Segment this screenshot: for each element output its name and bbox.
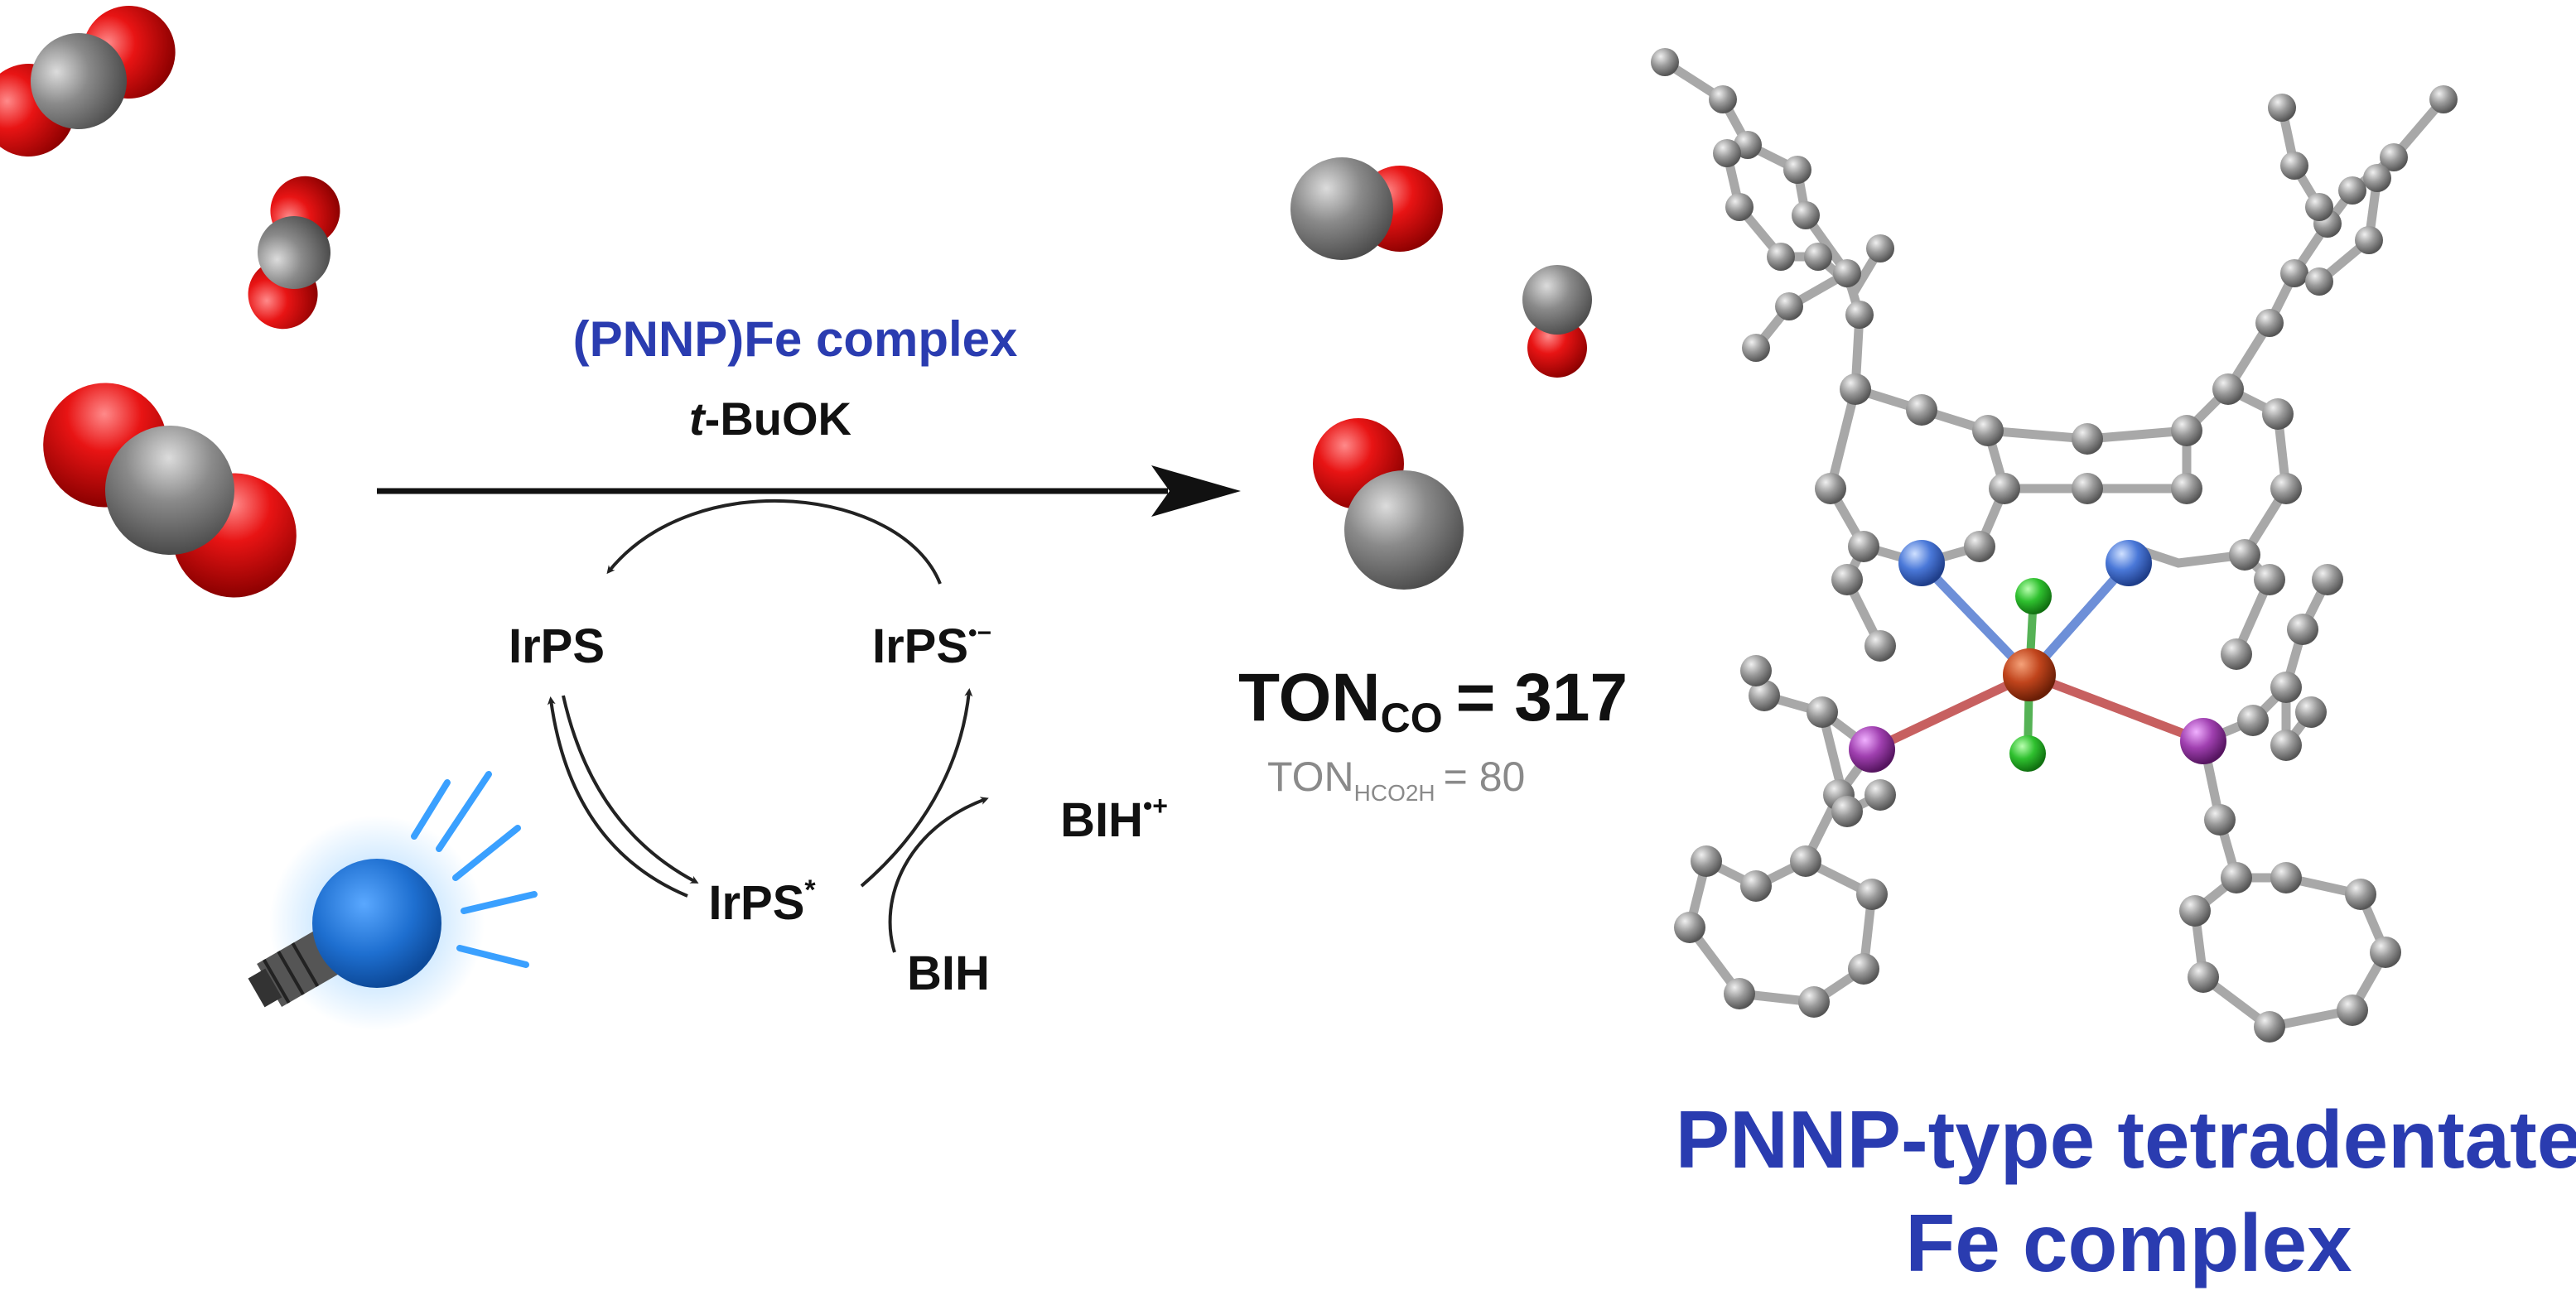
base-label: t-BuOK bbox=[689, 393, 851, 445]
co2-molecule bbox=[0, 6, 176, 157]
bih-oxidized-charge: •+ bbox=[1143, 791, 1168, 821]
ton-co-sub: CO bbox=[1381, 695, 1443, 741]
co2-molecule bbox=[248, 176, 340, 330]
light-bulb-icon bbox=[248, 771, 538, 1031]
complex-caption-line1: PNNP-type tetradentate bbox=[1676, 1094, 2576, 1185]
complex-caption-line2: Fe complex bbox=[1905, 1197, 2352, 1288]
bih-label: BIH bbox=[907, 946, 990, 1000]
bih-oxidized-label: BIH•+ bbox=[1060, 791, 1168, 847]
catalyst-label: (PNNP)Fe complex bbox=[573, 311, 1018, 367]
iron-atom bbox=[2003, 648, 2056, 701]
co-molecule bbox=[1313, 418, 1464, 590]
ton-hcooh-label: TONHCO2H = 80 bbox=[1267, 754, 1525, 806]
co-molecule bbox=[1290, 157, 1443, 260]
bih-oxidized-base: BIH bbox=[1060, 793, 1143, 847]
irps-excited-mark: * bbox=[804, 874, 816, 906]
ton-hcooh-sub: HCO2H bbox=[1354, 780, 1435, 806]
base-label-italic-t: t bbox=[689, 393, 707, 445]
co-molecule bbox=[1522, 265, 1592, 378]
irps-label: IrPS bbox=[509, 619, 605, 673]
nitrogen-atom bbox=[1898, 540, 1945, 586]
irps-reduced-label: IrPS•− bbox=[872, 619, 991, 673]
ton-co-prefix: TON bbox=[1238, 660, 1381, 735]
irps-reduced-charge: •− bbox=[968, 619, 991, 647]
structure-carbon-atoms bbox=[1651, 48, 2458, 1043]
fe-complex-structure bbox=[1651, 48, 2458, 1043]
phosphorus-atom bbox=[1849, 726, 1895, 773]
photoredox-cycle-arrows bbox=[547, 498, 989, 953]
chlorine-atom bbox=[2015, 578, 2052, 614]
irps-excited-base: IrPS bbox=[708, 876, 804, 930]
chlorine-atom bbox=[2009, 735, 2046, 772]
ton-hcooh-prefix: TON bbox=[1267, 754, 1354, 800]
irps-reduced-base: IrPS bbox=[872, 619, 968, 673]
co2-molecule bbox=[43, 383, 297, 598]
base-label-rest: -BuOK bbox=[705, 393, 851, 445]
reaction-arrow bbox=[377, 465, 1241, 517]
phosphorus-atom bbox=[2180, 718, 2226, 764]
ton-co-value: = 317 bbox=[1456, 660, 1628, 735]
ton-hcooh-value: = 80 bbox=[1444, 754, 1526, 800]
irps-excited-label: IrPS* bbox=[708, 874, 816, 930]
ton-co-label: TONCO = 317 bbox=[1238, 660, 1628, 741]
nitrogen-atom bbox=[2106, 540, 2152, 586]
